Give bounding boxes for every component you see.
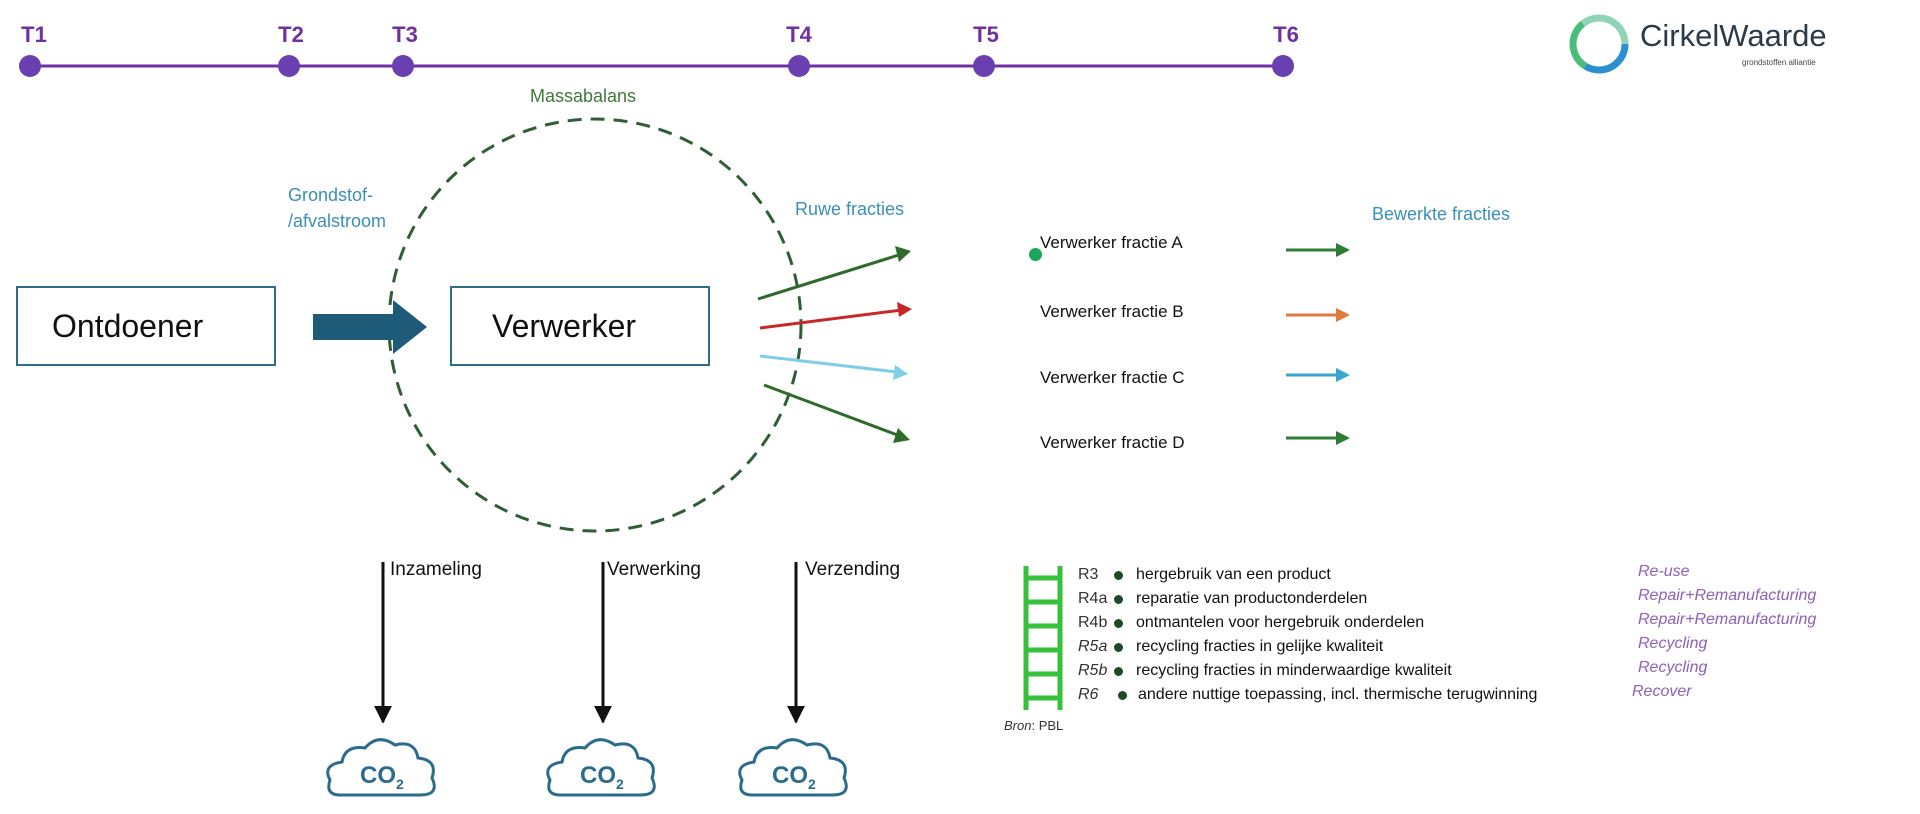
timeline-dot-t2 [278, 55, 300, 77]
timeline-label-t4: T4 [786, 22, 812, 47]
timeline-label-t3: T3 [392, 22, 418, 47]
r-english: Recover [1632, 683, 1692, 700]
fraction-a-dot [1029, 248, 1042, 261]
logo-ring-icon [1569, 14, 1629, 74]
timeline-dot-t6 [1272, 55, 1294, 77]
flow-arrow [313, 300, 427, 354]
stream-label: Grondstof- /afvalstroom [288, 182, 386, 234]
source-node-ontdoener: Ontdoener [16, 286, 276, 366]
logo-tagline: grondstoffen alliantie [1742, 58, 1816, 67]
r-description: reparatie van productonderdelen [1136, 590, 1368, 607]
logo-name: CirkelWaarde [1640, 18, 1827, 53]
ladder-icon [1023, 566, 1063, 710]
timeline-dot-t4 [788, 55, 810, 77]
source-note: Bron: PBL [1004, 718, 1063, 733]
raw-fraction-arrows [757, 246, 912, 443]
raw-arrow-b-head [897, 302, 912, 317]
cloud-icon [546, 738, 656, 797]
processor-node-label: Verwerker [492, 307, 637, 344]
mass-balance-label: Massabalans [530, 86, 637, 106]
r-english: Repair+Remanufacturing [1638, 611, 1817, 628]
r-english: Repair+Remanufacturing [1638, 587, 1817, 604]
fraction-label-c: Verwerker fractie C [1040, 368, 1185, 387]
r-description: hergebruik van een product [1136, 566, 1331, 583]
r-description: recycling fracties in gelijke kwaliteit [1136, 638, 1384, 655]
source-node-label: Ontdoener [52, 307, 204, 344]
fraction-label-d: Verwerker fractie D [1040, 433, 1185, 452]
bullet-icon [1114, 571, 1123, 580]
fraction-label-a: Verwerker fractie A [1040, 233, 1183, 252]
r-code: R5a [1078, 638, 1108, 655]
r-description: recycling fracties in minderwaardige kwa… [1136, 662, 1452, 679]
source-note-label: Bron [1004, 718, 1032, 733]
timeline-label-t6: T6 [1273, 22, 1299, 47]
raw-arrow-d [763, 383, 901, 438]
raw-fractions-label: Ruwe fracties [795, 199, 905, 219]
raw-arrow-c [759, 354, 898, 374]
stream-label-line2: /afvalstroom [288, 211, 387, 231]
stage-label-verzending: Verzending [805, 559, 901, 580]
bullet-icon [1114, 643, 1123, 652]
processed-fractions-label: Bewerkte fracties [1372, 204, 1511, 224]
raw-arrow-d-head [893, 428, 910, 443]
raw-arrow-a [757, 252, 903, 301]
cloud-icon [326, 738, 436, 797]
stage-label-verwerking: Verwerking [607, 559, 701, 580]
r-code: R4a [1078, 590, 1108, 607]
r-english: Recycling [1638, 659, 1708, 676]
r-english: Recycling [1638, 635, 1708, 652]
logo: CirkelWaarde grondstoffen alliantie [1640, 18, 1827, 67]
r-description: ontmantelen voor hergebruik onderdelen [1136, 614, 1425, 631]
raw-arrow-a-head [895, 246, 911, 262]
stream-label-line1: Grondstof- [288, 185, 374, 205]
bullet-icon [1114, 667, 1123, 676]
co2-label: CO2 [360, 762, 404, 792]
co2-label: CO2 [772, 762, 816, 792]
stage-label-inzameling: Inzameling [390, 559, 482, 580]
co2-label: CO2 [580, 762, 624, 792]
processor-node-verwerker: Verwerker [450, 286, 710, 366]
r-code: R4b [1078, 614, 1108, 631]
timeline-dot-t1 [19, 55, 41, 77]
r-code: R3 [1078, 566, 1099, 583]
bullet-icon [1114, 595, 1123, 604]
timeline-label-t5: T5 [973, 22, 999, 47]
r-code: R6 [1078, 686, 1099, 703]
timeline-dot-t3 [392, 55, 414, 77]
r-english: Re-use [1638, 563, 1690, 580]
r-description: andere nuttige toepassing, incl. thermis… [1138, 686, 1538, 703]
cloud-icon [738, 738, 848, 797]
timeline-label-t2: T2 [278, 22, 304, 47]
r-code: R5b [1078, 662, 1108, 679]
fraction-label-b: Verwerker fractie B [1040, 302, 1184, 321]
processed-fraction-arrows [1286, 243, 1350, 445]
timeline-dot-t5 [973, 55, 995, 77]
raw-arrow-c-head [893, 365, 908, 380]
bullet-icon [1118, 691, 1127, 700]
raw-arrow-b [759, 308, 903, 330]
bullet-icon [1114, 619, 1123, 628]
timeline-label-t1: T1 [21, 22, 47, 47]
source-note-value: : PBL [1031, 718, 1064, 733]
